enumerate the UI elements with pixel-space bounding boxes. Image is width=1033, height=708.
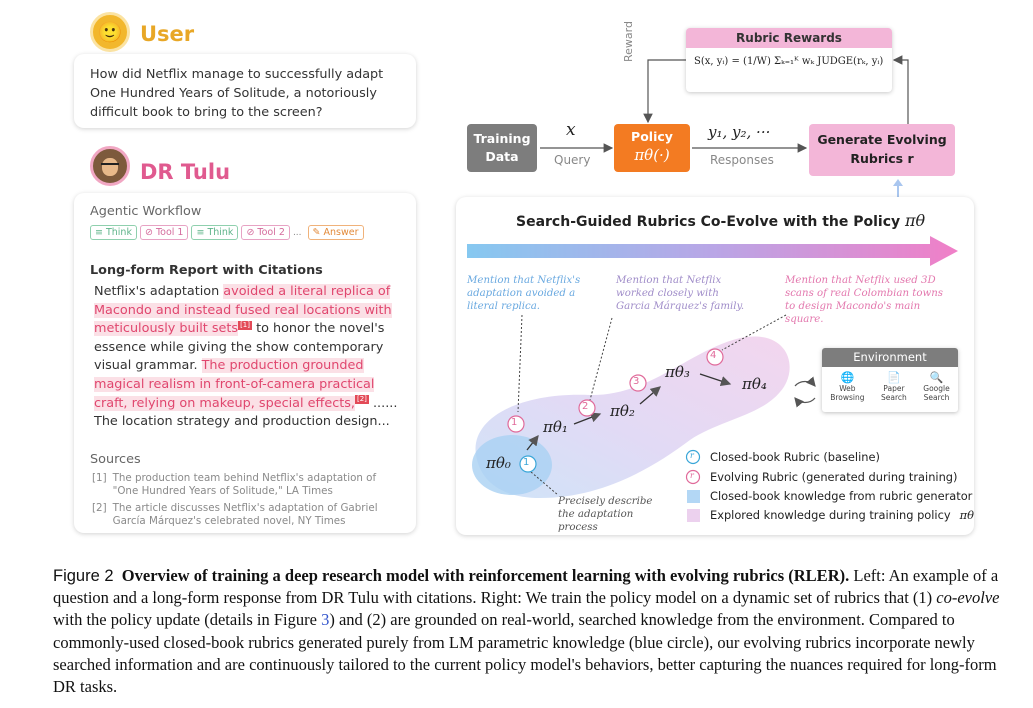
step-number: 1 xyxy=(523,457,530,468)
think-icon: ≡ xyxy=(196,227,205,238)
report-body: Netflix's adaptation avoided a literal r… xyxy=(94,284,398,430)
legend-item-closed-book-rubric: Closed-book Rubric (baseline) xyxy=(710,450,880,464)
tool-chip: ⊘Tool 2 xyxy=(241,225,290,240)
source-item-1: [1] The production team behind Netflix's… xyxy=(92,472,377,497)
question-box: How did Netflix manage to successfully a… xyxy=(74,54,416,128)
tool-icon: ⊘ xyxy=(246,227,255,238)
citation-2: [2] xyxy=(355,395,369,405)
legend-circle-letter: r xyxy=(690,451,694,460)
workflow-steps: ≡Think ⊘Tool 1 ≡Think ⊘Tool 2 ... ✎Answe… xyxy=(90,225,364,240)
environment-box: Environment 🌐 Web Browsing 📄 Paper Searc… xyxy=(822,348,958,412)
responses-symbol: y₁, y₂, ··· xyxy=(708,123,771,141)
legend-circle-letter: r xyxy=(690,471,694,480)
think-chip: ≡Think xyxy=(191,225,239,240)
edit-icon: ✎ xyxy=(312,227,321,238)
rubric-rewards-title: Rubric Rewards xyxy=(686,28,892,48)
step-number: 3 xyxy=(633,376,640,387)
caption-bold: Overview of training a deep research mod… xyxy=(121,566,850,585)
workflow-ellipsis: ... xyxy=(292,227,302,238)
responses-label: Responses xyxy=(710,153,774,167)
progress-arrow xyxy=(467,236,958,266)
policy-label-4: πθ₄ xyxy=(742,375,767,393)
report-title: Long-form Report with Citations xyxy=(90,263,323,278)
step-number: 2 xyxy=(582,401,589,412)
sources-title: Sources xyxy=(90,452,141,467)
think-chip: ≡Think xyxy=(90,225,137,240)
user-face-icon: 🙂 xyxy=(97,20,123,44)
policy-label-2: πθ₂ xyxy=(610,402,635,420)
step-number: 4 xyxy=(710,350,717,361)
step-number: 1 xyxy=(511,417,518,428)
avatar-face-icon xyxy=(102,158,118,176)
policy-label-1: πθ₁ xyxy=(543,418,568,436)
figure-caption: Figure 2 Overview of training a deep res… xyxy=(53,566,1000,697)
annotation-3: Mention that Netflix used 3D scans of re… xyxy=(785,275,944,325)
policy-label-0: πθ₀ xyxy=(486,454,511,472)
workflow-title: Agentic Workflow xyxy=(90,204,202,219)
paper-icon: 📄 xyxy=(887,371,901,384)
query-symbol: x xyxy=(566,120,576,140)
tool-icon: ⊘ xyxy=(144,227,153,238)
figure-ref-link[interactable]: 3 xyxy=(321,610,330,630)
legend-item-explored-knowledge: Explored knowledge during training polic… xyxy=(710,508,974,522)
think-icon: ≡ xyxy=(95,227,103,238)
citation-1: [1] xyxy=(238,320,252,330)
annotation-1: Mention that Netflix's adaptation avoide… xyxy=(467,275,581,312)
response-box: Agentic Workflow ≡Think ⊘Tool 1 ≡Think ⊘… xyxy=(74,193,416,533)
answer-chip: ✎Answer xyxy=(307,225,364,240)
rubric-rewards-box: Rubric Rewards S(x, yᵢ) = (1/W) Σₖ₌₁ᴷ wₖ… xyxy=(686,28,892,92)
reward-formula: S(x, yᵢ) = (1/W) Σₖ₌₁ᴷ wₖ JUDGE(rₖ, yᵢ) xyxy=(694,56,884,67)
training-data-box: Training Data xyxy=(467,124,537,172)
coevolve-title: Search-Guided Rubrics Co-Evolve with the… xyxy=(516,211,926,230)
generate-rubrics-box: Generate Evolving Rubrics r xyxy=(809,124,955,176)
query-label: Query xyxy=(554,153,591,167)
policy-box: Policy πθ(·) xyxy=(614,124,690,172)
globe-icon: 🌐 xyxy=(840,371,855,384)
environment-title: Environment xyxy=(822,348,958,367)
dr-tulu-label: DR Tulu xyxy=(140,160,231,184)
avatar-glasses-icon xyxy=(101,163,119,167)
dr-tulu-avatar xyxy=(90,146,130,186)
highlight-2: The production grounded magical realism … xyxy=(94,358,375,411)
paper-search-tool: 📄 Paper Search xyxy=(881,371,907,402)
web-browsing-tool: 🌐 Web Browsing xyxy=(830,371,865,402)
user-avatar: 🙂 xyxy=(90,12,130,52)
annotation-2: Mention that Netflix worked closely with… xyxy=(616,275,745,312)
tool-chip: ⊘Tool 1 xyxy=(139,225,189,240)
legend-item-closed-book-knowledge: Closed-book knowledge from rubric genera… xyxy=(710,489,973,503)
explored-knowledge-blob xyxy=(475,336,790,498)
policy-label-3: πθ₃ xyxy=(665,363,690,381)
legend-item-evolving-rubric: Evolving Rubric (generated during traini… xyxy=(710,470,958,484)
closed-book-knowledge-ellipse xyxy=(472,435,552,495)
annotation-4: Precisely describe the adaptation proces… xyxy=(558,496,653,533)
figure-label: Figure 2 xyxy=(53,567,114,585)
google-search-tool: 🔍 Google Search xyxy=(923,371,950,402)
user-label: User xyxy=(140,22,195,46)
search-icon: 🔍 xyxy=(929,371,944,384)
source-item-2: [2] The article discusses Netflix's adap… xyxy=(92,502,378,527)
